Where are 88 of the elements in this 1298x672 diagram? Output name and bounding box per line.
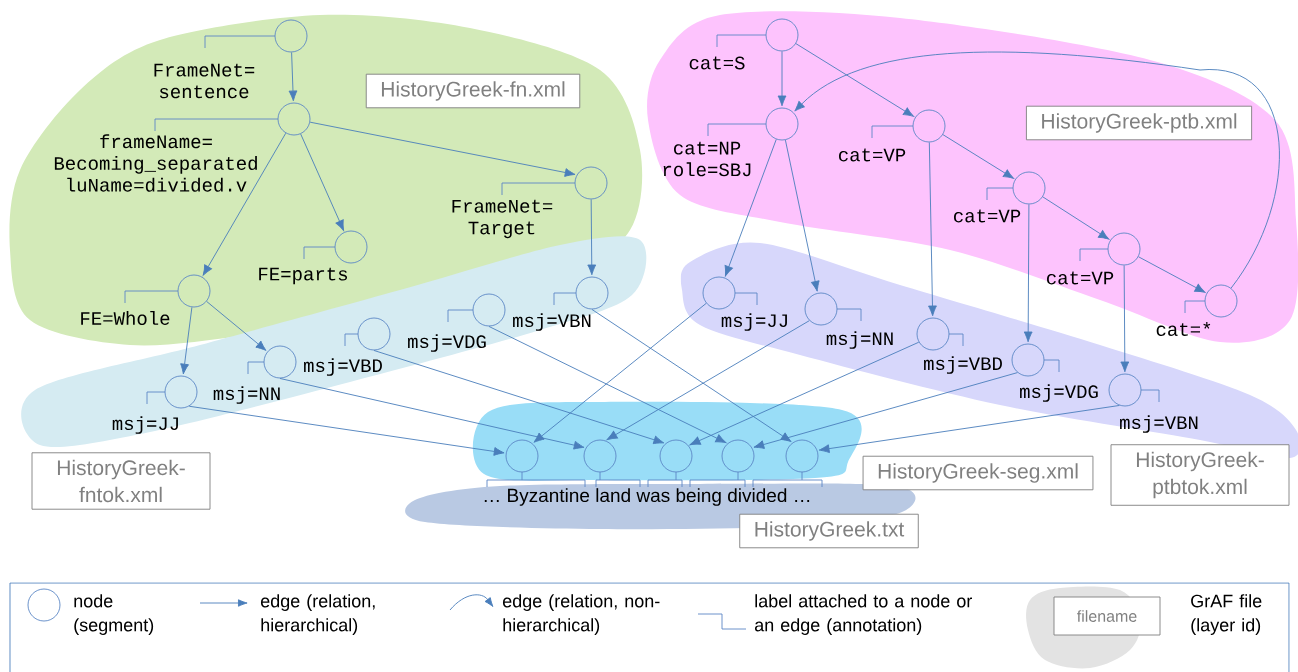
annotation-label: msj=VBN — [1120, 415, 1198, 433]
node-circle — [702, 276, 736, 310]
annotation-label: msj=VBD — [304, 358, 382, 376]
annotation-label: FE=parts — [259, 267, 348, 285]
annotation-label: cat=* — [1156, 322, 1211, 336]
arrow — [279, 378, 585, 450]
arrow — [1138, 256, 1206, 293]
annotation-label: msj=JJ — [112, 416, 178, 434]
arrow — [928, 142, 937, 317]
node-circle — [659, 439, 693, 473]
node-circle — [472, 293, 506, 327]
node-circle — [263, 345, 297, 379]
legend-text: node (segment) — [74, 594, 154, 635]
node-circle — [785, 439, 819, 473]
file-box: HistoryGreek-seg.xml — [862, 455, 1094, 491]
legend-text: edge (relation, hierarchical) — [260, 594, 375, 635]
arrow — [784, 139, 820, 292]
arrow — [488, 326, 727, 444]
sentence-text: … Byzantine land was being divided … — [484, 488, 810, 506]
node-circle — [1107, 232, 1141, 266]
node-circle — [505, 439, 539, 473]
file-box: HistoryGreek-ptb.xml — [1025, 105, 1253, 141]
arrow — [587, 199, 597, 276]
annotation-label: frameName= Becoming_separated luName=divided.v — [54, 134, 257, 192]
legend-text: GrAF file (layer id) — [1191, 594, 1262, 635]
arrow — [591, 309, 792, 442]
arrow — [724, 138, 777, 277]
node-circle — [274, 19, 308, 53]
annotation-label: msj=NN — [213, 386, 280, 404]
annotation-label: msj=VDG — [408, 334, 486, 352]
annotation-label: cat=VP — [1047, 271, 1114, 285]
arrow — [818, 405, 1120, 454]
legend-text: label attached to a node or an edge (annotation) — [755, 594, 972, 635]
layer-region — [472, 401, 862, 481]
annotation-label: cat=S — [689, 56, 745, 70]
arrow — [300, 133, 345, 231]
annotation-label: cat=VP — [839, 148, 906, 162]
node-circle — [1011, 343, 1045, 377]
node-circle — [164, 375, 198, 409]
node-circle — [912, 109, 946, 143]
arrow — [288, 52, 298, 102]
annotation-label: msj=VDG — [1020, 384, 1098, 402]
arrow — [1120, 265, 1130, 373]
node-circle — [1012, 171, 1046, 205]
annotation-label: msj=JJ — [721, 313, 787, 331]
annotation-label: msj=NN — [826, 331, 893, 349]
annotation-label: FrameNet= sentence — [154, 63, 255, 99]
arrow — [533, 302, 707, 443]
annotation-label: FE=Whole — [81, 311, 170, 325]
arrow — [753, 372, 1018, 449]
arrow — [188, 405, 505, 456]
annotation-label: FrameNet= Target — [452, 199, 553, 239]
node-circle — [765, 107, 799, 141]
node-circle — [177, 274, 211, 308]
annotation-label: msj=VBN — [513, 313, 591, 331]
legend-text: edge (relation, non-hierarchical) — [503, 594, 660, 635]
arrow — [942, 134, 1014, 179]
file-box: HistoryGreek-fntok.xml — [31, 452, 211, 510]
annotation-label: msj=VBD — [924, 356, 1002, 374]
node-circle — [804, 292, 838, 326]
arrow — [373, 350, 665, 445]
node-circle — [1204, 284, 1238, 318]
arrow — [309, 121, 576, 177]
file-box: HistoryGreek-ptbtok.xml — [1110, 444, 1290, 506]
node-circle — [721, 439, 755, 473]
annotation-label: cat=VP — [954, 209, 1021, 223]
arrow — [1023, 204, 1033, 343]
node-circle — [583, 439, 617, 473]
annotation-label: cat=NP role=SBJ — [663, 141, 751, 177]
node-circle — [574, 166, 608, 200]
node-circle — [277, 102, 311, 136]
arrow — [1042, 196, 1110, 240]
file-box: HistoryGreek-fn.xml — [365, 73, 581, 109]
node-circle — [916, 317, 950, 351]
node-circle — [357, 317, 391, 351]
arrow — [689, 341, 920, 446]
arrow — [794, 51, 1280, 289]
node-circle — [334, 230, 368, 264]
arrow — [202, 132, 287, 276]
node-circle — [575, 276, 609, 310]
arrow — [606, 320, 810, 441]
arrow — [180, 306, 193, 375]
node-circle — [765, 18, 799, 52]
arrow — [206, 301, 267, 351]
arrow — [777, 51, 787, 107]
file-box: HistoryGreek.txt — [739, 513, 919, 549]
arrow — [795, 43, 914, 117]
node-circle — [1108, 373, 1142, 407]
